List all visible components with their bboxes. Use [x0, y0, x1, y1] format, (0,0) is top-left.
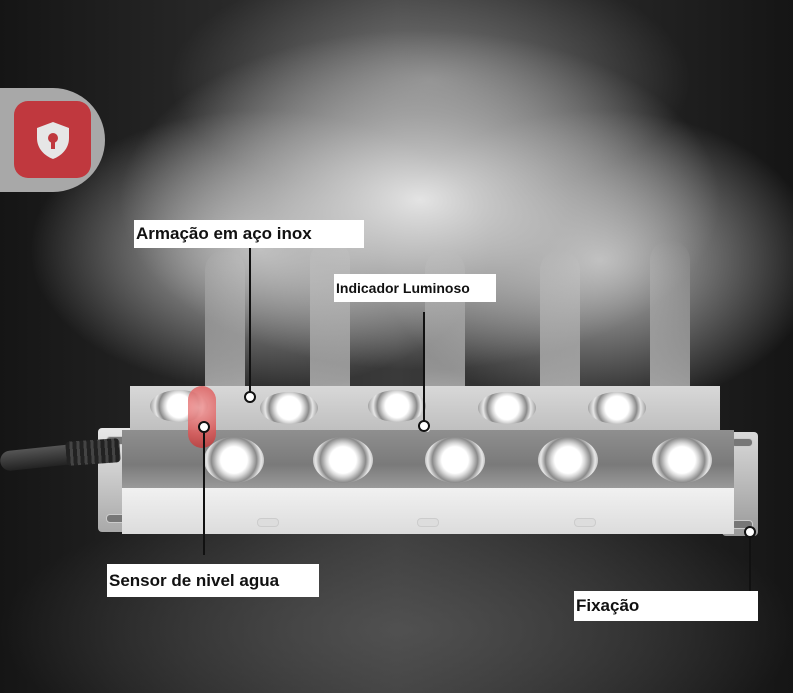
callout-line-sensor [203, 433, 205, 555]
shield-keyhole-icon [36, 121, 69, 159]
nozzle [478, 392, 536, 424]
device-front [122, 488, 734, 534]
nozzle [313, 437, 373, 483]
nozzle [588, 392, 646, 424]
bottom-strip [0, 693, 793, 700]
nozzle [204, 437, 264, 483]
callout-line-frame [249, 248, 251, 394]
callout-dot-indicator [418, 420, 430, 432]
callout-dot-fixing [744, 526, 756, 538]
label-frame: Armação em aço inox [134, 220, 364, 248]
callout-dot-sensor [198, 421, 210, 433]
security-badge[interactable] [14, 101, 91, 178]
cable-connector [65, 438, 121, 466]
nozzle [260, 392, 318, 424]
callout-line-fixing [749, 538, 751, 591]
nozzle [652, 437, 712, 483]
label-sensor: Sensor de nivel agua [107, 564, 319, 597]
nozzle [368, 390, 426, 422]
nozzle [425, 437, 485, 483]
callout-dot-frame [244, 391, 256, 403]
nozzle [538, 437, 598, 483]
water-level-sensor [188, 386, 216, 448]
label-fixing: Fixação [574, 591, 758, 621]
callout-line-indicator [423, 312, 425, 422]
label-indicator: Indicador Luminoso [334, 274, 496, 302]
